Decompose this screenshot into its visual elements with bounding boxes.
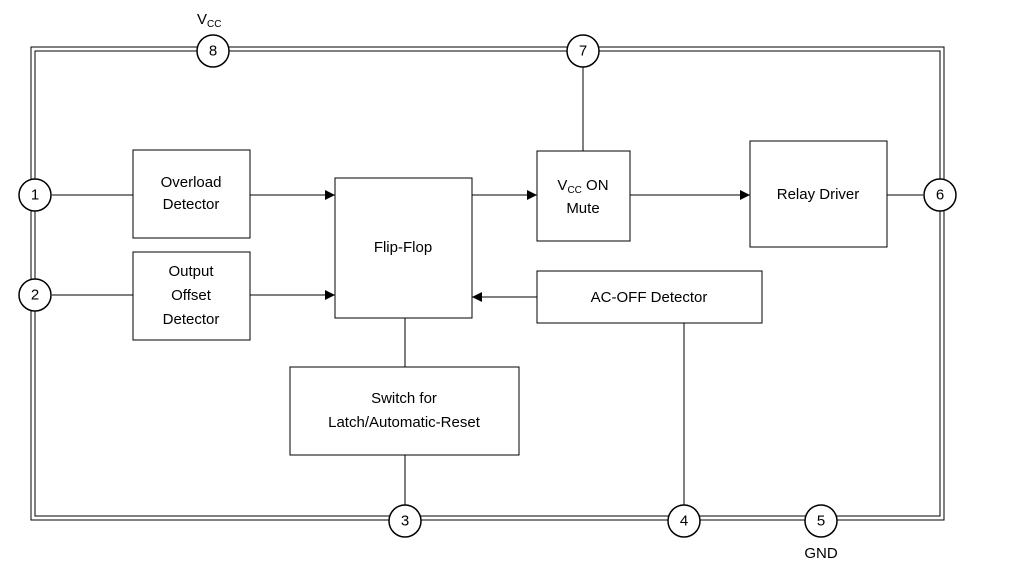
switch-line1: Switch for <box>371 390 437 407</box>
pin-6: 6 <box>923 178 957 212</box>
pin-2: 2 <box>18 278 52 312</box>
pin-1-number: 1 <box>31 187 39 204</box>
vccmute-line2: Mute <box>566 200 599 217</box>
pin-7-number: 7 <box>579 43 587 60</box>
offset-line1: Output <box>168 263 214 280</box>
switch-line2: Latch/Automatic-Reset <box>328 414 481 431</box>
overload-line2: Detector <box>163 196 220 213</box>
offset-line2: Offset <box>171 287 212 304</box>
acoff-label: AC-OFF Detector <box>591 289 708 306</box>
block-output-offset-detector: Output Offset Detector <box>132 251 251 341</box>
pin-7: 7 <box>566 34 600 68</box>
block-relay-driver: Relay Driver <box>749 140 888 248</box>
pin-8: 8 <box>196 34 230 68</box>
pin-2-number: 2 <box>31 287 39 304</box>
offset-line3: Detector <box>163 311 220 328</box>
pin-3-number: 3 <box>401 513 409 530</box>
pin-3: 3 <box>388 504 422 538</box>
pin-1: 1 <box>18 178 52 212</box>
vcc-label: VCC <box>197 11 221 30</box>
block-overload-detector: Overload Detector <box>132 149 251 239</box>
gnd-label: GND <box>804 545 838 562</box>
pin-4: 4 <box>667 504 701 538</box>
pin-4-number: 4 <box>680 513 688 530</box>
pin-8-number: 8 <box>209 43 217 60</box>
pin-5-number: 5 <box>817 513 825 530</box>
overload-line1: Overload <box>161 174 222 191</box>
pin-5: 5 <box>804 504 838 538</box>
relay-label: Relay Driver <box>777 186 860 203</box>
block-flip-flop: Flip-Flop <box>334 177 473 319</box>
block-ac-off-detector: AC-OFF Detector <box>536 270 763 324</box>
flipflop-label: Flip-Flop <box>374 239 432 256</box>
block-switch-latch-reset: Switch for Latch/Automatic-Reset <box>289 366 520 456</box>
block-vcc-on-mute: VCC ON Mute <box>536 150 631 242</box>
vccmute-line1: VCC ON <box>557 177 608 196</box>
pin-6-number: 6 <box>936 187 944 204</box>
